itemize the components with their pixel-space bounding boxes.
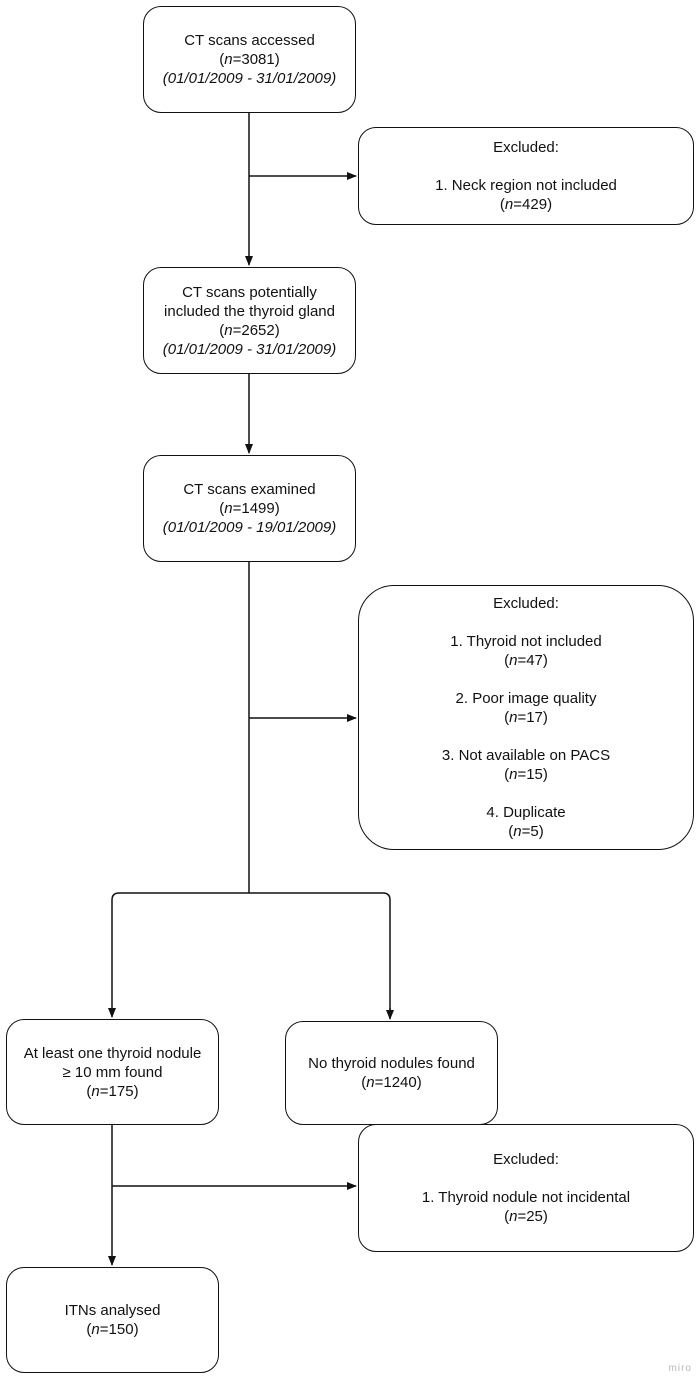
excluded-item: 1. Thyroid not included	[450, 633, 602, 650]
box-excluded-not-incidental: Excluded: 1. Thyroid nodule not incident…	[358, 1124, 694, 1252]
excluded-count: (n=5)	[508, 823, 544, 840]
box-ct-scans-accessed: CT scans accessed (n=3081) (01/01/2009 -…	[143, 6, 356, 113]
excluded-heading: Excluded:	[493, 595, 559, 612]
box-no-nodule: No thyroid nodules found (n=1240)	[285, 1021, 498, 1125]
box-title: ITNs analysed	[64, 1302, 161, 1319]
box-count: (n=2652)	[219, 321, 280, 339]
box-nodule-found: At least one thyroid nodule ≥ 10 mm foun…	[6, 1019, 219, 1125]
box-dates: (01/01/2009 - 31/01/2009)	[162, 340, 337, 358]
excluded-heading: Excluded:	[493, 139, 559, 156]
excluded-item: 1. Neck region not included	[435, 177, 617, 194]
excluded-heading: Excluded:	[493, 1151, 559, 1168]
excluded-count: (n=47)	[504, 652, 548, 669]
box-title: CT scans examined	[183, 481, 316, 498]
box-title: No thyroid nodules found	[308, 1055, 475, 1072]
box-dates: (01/01/2009 - 19/01/2009)	[162, 519, 337, 536]
box-line-1: CT scans potentially	[182, 283, 317, 301]
box-excluded-neck: Excluded: 1. Neck region not included (n…	[358, 127, 694, 225]
excluded-count: (n=25)	[504, 1208, 548, 1225]
box-count: (n=3081)	[219, 51, 280, 68]
box-itns-analysed: ITNs analysed (n=150)	[6, 1267, 219, 1373]
excluded-item: 4. Duplicate	[486, 804, 566, 821]
box-line-2: included the thyroid gland	[164, 302, 335, 320]
branch-split	[111, 892, 391, 1017]
miro-watermark: miro	[668, 1363, 692, 1374]
excluded-item: 3. Not available on PACS	[441, 747, 611, 764]
box-line-2: ≥ 10 mm found	[62, 1063, 163, 1081]
box-count: (n=1499)	[219, 500, 280, 517]
box-ct-scans-examined: CT scans examined (n=1499) (01/01/2009 -…	[143, 455, 356, 562]
box-ct-scans-potential: CT scans potentially included the thyroi…	[143, 267, 356, 374]
excluded-count: (n=17)	[504, 709, 548, 726]
excluded-item: 2. Poor image quality	[455, 690, 597, 707]
box-title: CT scans accessed	[184, 32, 315, 49]
excluded-count: (n=429)	[499, 196, 553, 213]
excluded-count: (n=15)	[504, 766, 548, 783]
box-line-1: At least one thyroid nodule	[23, 1044, 202, 1062]
box-excluded-examined: Excluded: 1. Thyroid not included (n=47)…	[358, 585, 694, 850]
box-count: (n=1240)	[361, 1074, 422, 1091]
box-count: (n=175)	[86, 1082, 139, 1100]
box-dates: (01/01/2009 - 31/01/2009)	[162, 70, 337, 87]
box-count: (n=150)	[86, 1321, 139, 1338]
excluded-item: 1. Thyroid nodule not incidental	[421, 1189, 631, 1206]
